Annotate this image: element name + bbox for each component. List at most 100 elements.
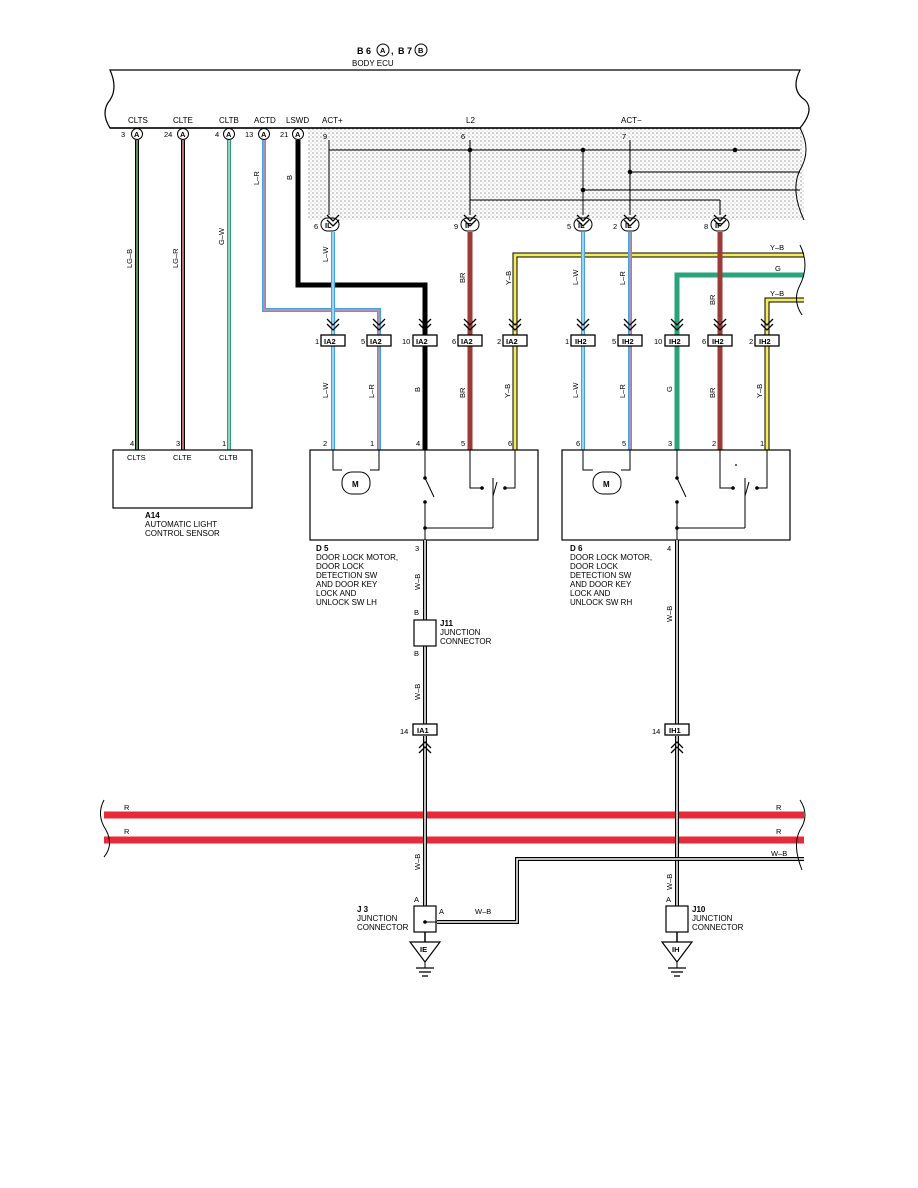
lower-wire-labels: L–W L–R B BR Y–B L–W L–R G BR Y–B: [321, 382, 764, 398]
svg-text:J11: J11: [440, 619, 453, 628]
terminal-actminus-pin: 7: [622, 132, 626, 141]
svg-text:CONNECTOR: CONNECTOR: [692, 923, 744, 932]
terminal-actd-badge: A: [261, 130, 267, 139]
power-bus-labels: R R R R W–B: [124, 803, 787, 858]
terminal-actplus-pin: 9: [323, 132, 327, 141]
terminal-actplus-label: ACT+: [322, 116, 343, 125]
svg-text:B: B: [413, 387, 422, 392]
svg-text:IF: IF: [715, 221, 722, 230]
svg-text:L–W: L–W: [571, 269, 580, 285]
ground-wire-labels: W–B W–B W–B W–B W–B W–B: [413, 574, 674, 916]
ground-ie: IE: [408, 941, 442, 977]
svg-text:3: 3: [415, 544, 419, 553]
wires-upper: [262, 140, 804, 335]
svg-text:W–B: W–B: [665, 606, 674, 622]
svg-text:IA1: IA1: [417, 726, 429, 735]
svg-text:6: 6: [508, 439, 512, 448]
svg-text:AND DOOR KEY: AND DOOR KEY: [570, 580, 632, 589]
svg-text:B: B: [414, 608, 419, 617]
svg-text:R: R: [124, 827, 130, 836]
terminal-clte-badge: A: [180, 130, 186, 139]
sensor-name-1: AUTOMATIC LIGHT: [145, 520, 217, 529]
svg-text:Y–B: Y–B: [504, 271, 513, 285]
svg-text:Y–B: Y–B: [770, 243, 784, 252]
svg-text:2: 2: [323, 439, 327, 448]
wires-sensor: [135, 140, 231, 450]
svg-text:J10: J10: [692, 905, 706, 914]
svg-text:BR: BR: [708, 387, 717, 398]
svg-text:IH2: IH2: [712, 337, 724, 346]
svg-text:IH2: IH2: [759, 337, 771, 346]
svg-text:W–B: W–B: [413, 574, 422, 590]
svg-text:IL: IL: [625, 221, 632, 230]
svg-text:5: 5: [567, 222, 571, 231]
connector-il-1: 6 IL: [314, 217, 340, 232]
svg-text:G: G: [665, 386, 674, 392]
svg-text:W–B: W–B: [771, 849, 787, 858]
svg-text:L–W: L–W: [321, 246, 330, 262]
svg-text:2: 2: [613, 222, 617, 231]
svg-text:JUNCTION: JUNCTION: [440, 628, 481, 637]
motor-rh-code: D 6: [570, 544, 583, 553]
motor-lh-icon: [341, 471, 371, 495]
svg-text:LG–R: LG–R: [171, 248, 180, 268]
svg-text:5: 5: [361, 337, 365, 346]
sensor-code: A14: [145, 511, 160, 520]
svg-text:W–B: W–B: [475, 907, 491, 916]
svg-text:1: 1: [370, 439, 374, 448]
svg-text:CLTE: CLTE: [173, 453, 192, 462]
svg-text:CONNECTOR: CONNECTOR: [357, 923, 409, 932]
terminal-cltb-label: CLTB: [219, 116, 239, 125]
svg-text:3: 3: [668, 439, 672, 448]
svg-text:DETECTION SW: DETECTION SW: [316, 571, 378, 580]
svg-text:UNLOCK SW RH: UNLOCK SW RH: [570, 598, 632, 607]
svg-text:W–B: W–B: [413, 684, 422, 700]
right-edge-breaks: [796, 244, 806, 316]
svg-text:DOOR LOCK MOTOR,: DOOR LOCK MOTOR,: [316, 553, 398, 562]
lower-connectors: 14 IA1 14 IH1: [400, 723, 690, 754]
svg-text:6: 6: [314, 222, 318, 231]
ground-ih: IH: [660, 941, 694, 977]
svg-text:6: 6: [702, 337, 706, 346]
terminal-actminus-label: ACT−: [621, 116, 642, 125]
ecu-header: B 6 A , B 7 B BODY ECU: [352, 43, 428, 68]
svg-text:W–B: W–B: [413, 854, 422, 870]
svg-text:5: 5: [461, 439, 465, 448]
svg-text:LOCK AND: LOCK AND: [316, 589, 357, 598]
svg-text:5: 5: [622, 439, 626, 448]
svg-text:A: A: [666, 895, 671, 904]
svg-text:10: 10: [402, 337, 410, 346]
terminal-actd-label: ACTD: [254, 116, 276, 125]
svg-text:8: 8: [704, 222, 708, 231]
svg-text:JUNCTION: JUNCTION: [357, 914, 398, 923]
svg-text:LG–B: LG–B: [125, 249, 134, 268]
svg-text:10: 10: [654, 337, 662, 346]
svg-text:DOOR LOCK: DOOR LOCK: [316, 562, 365, 571]
svg-text:6: 6: [452, 337, 456, 346]
svg-text:IF: IF: [465, 221, 472, 230]
terminal-cltb-pin: 4: [215, 130, 219, 139]
door-lock-motor-lh: 2 1 4 5 6 M 3 D 5 DOOR LOCK MOTOR, DOOR: [309, 439, 539, 607]
ecu-internal-lines: [328, 140, 800, 215]
svg-text:IA2: IA2: [506, 337, 518, 346]
svg-text:AND DOOR KEY: AND DOOR KEY: [316, 580, 378, 589]
svg-text:A: A: [414, 895, 419, 904]
svg-text:Y–B: Y–B: [770, 289, 784, 298]
ecu-terminals: CLTS 3 A CLTE 24 A CLTB 4 A ACTD 13 A LS…: [121, 116, 642, 141]
svg-text:9: 9: [454, 222, 458, 231]
junction-j3: A A J 3 JUNCTION CONNECTOR: [357, 895, 444, 942]
svg-text:IH2: IH2: [575, 337, 587, 346]
svg-text:IH2: IH2: [669, 337, 681, 346]
svg-text:3: 3: [176, 439, 180, 448]
svg-text:IL: IL: [578, 221, 585, 230]
upper-wire-labels: LG–B LG–R G–W L–R B L–W BR Y–B L–W L–R B…: [125, 171, 784, 305]
svg-text:4: 4: [416, 439, 420, 448]
